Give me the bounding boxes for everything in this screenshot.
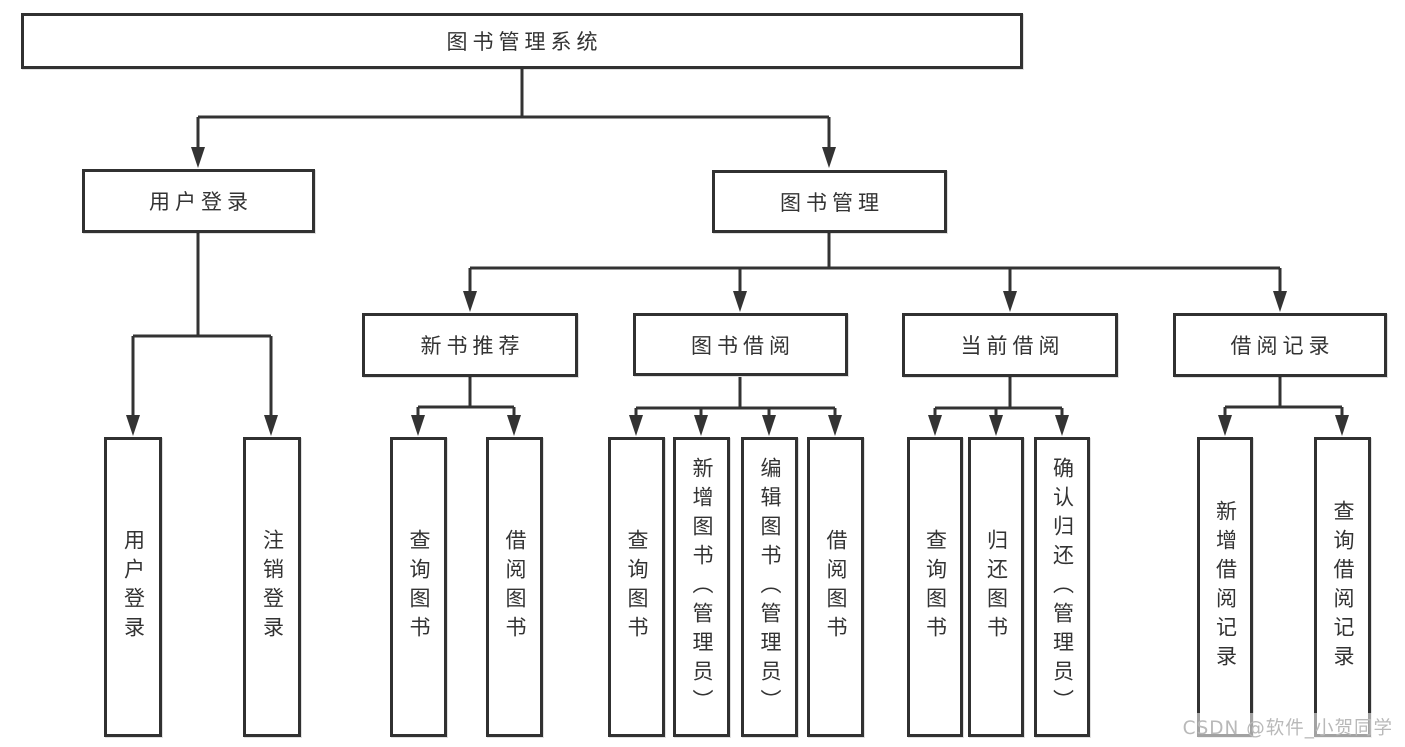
leaf-query-books-recommend: 查询图书 <box>390 437 447 737</box>
node-book-management-label: 图书管理 <box>780 190 884 215</box>
leaf-add-books-admin: 新增图书（管理员） <box>673 437 730 737</box>
leaf-user-login-label: 用户登录 <box>121 529 146 645</box>
leaf-logout-label: 注销登录 <box>260 529 285 645</box>
node-borrowing-records-label: 借阅记录 <box>1230 334 1335 358</box>
leaf-return-books-label: 归还图书 <box>984 529 1009 645</box>
leaf-query-books-recommend-label: 查询图书 <box>407 529 431 645</box>
leaf-query-borrow-record-label: 查询借阅记录 <box>1331 500 1355 674</box>
node-root-label: 图书管理系统 <box>446 30 603 54</box>
node-new-book-recommend-label: 新书推荐 <box>420 334 525 358</box>
leaf-confirm-return-admin-label: 确认归还（管理员） <box>1050 456 1075 718</box>
leaf-query-borrow-record: 查询借阅记录 <box>1314 437 1371 737</box>
node-user-login-label: 用户登录 <box>149 190 253 214</box>
leaf-query-books-borrow-label: 查询图书 <box>625 529 649 645</box>
node-book-borrowing: 图书借阅 <box>633 313 848 376</box>
leaf-edit-books-admin-label: 编辑图书（管理员） <box>758 456 782 718</box>
leaf-query-books-current: 查询图书 <box>907 437 963 737</box>
leaf-borrow-books-recommend-label: 借阅图书 <box>503 529 527 645</box>
leaf-add-books-admin-label: 新增图书（管理员） <box>690 456 714 718</box>
node-current-borrowing-label: 当前借阅 <box>960 334 1065 358</box>
node-book-management: 图书管理 <box>712 170 947 233</box>
node-book-borrowing-label: 图书借阅 <box>691 333 795 358</box>
leaf-edit-books-admin: 编辑图书（管理员） <box>741 437 798 737</box>
leaf-query-books-current-label: 查询图书 <box>923 529 948 645</box>
arrowheads <box>126 147 1349 436</box>
leaf-borrow-books: 借阅图书 <box>807 437 864 737</box>
leaf-add-borrow-record: 新增借阅记录 <box>1197 437 1253 737</box>
node-borrowing-records: 借阅记录 <box>1173 313 1387 377</box>
leaf-borrow-books-recommend: 借阅图书 <box>486 437 543 737</box>
node-user-login: 用户登录 <box>82 169 315 233</box>
leaf-user-login: 用户登录 <box>104 437 162 737</box>
node-root-system: 图书管理系统 <box>21 13 1023 69</box>
connector-paths <box>131 69 1344 418</box>
leaf-add-borrow-record-label: 新增借阅记录 <box>1213 500 1238 674</box>
leaf-return-books: 归还图书 <box>968 437 1024 737</box>
leaf-query-books-borrow: 查询图书 <box>608 437 665 737</box>
leaf-confirm-return-admin: 确认归还（管理员） <box>1034 437 1090 737</box>
node-new-book-recommend: 新书推荐 <box>362 313 578 377</box>
node-current-borrowing: 当前借阅 <box>902 313 1118 377</box>
leaf-logout: 注销登录 <box>243 437 301 737</box>
leaf-borrow-books-label: 借阅图书 <box>824 529 848 645</box>
csdn-watermark: CSDN @软件_小贺同学 <box>1179 713 1396 741</box>
